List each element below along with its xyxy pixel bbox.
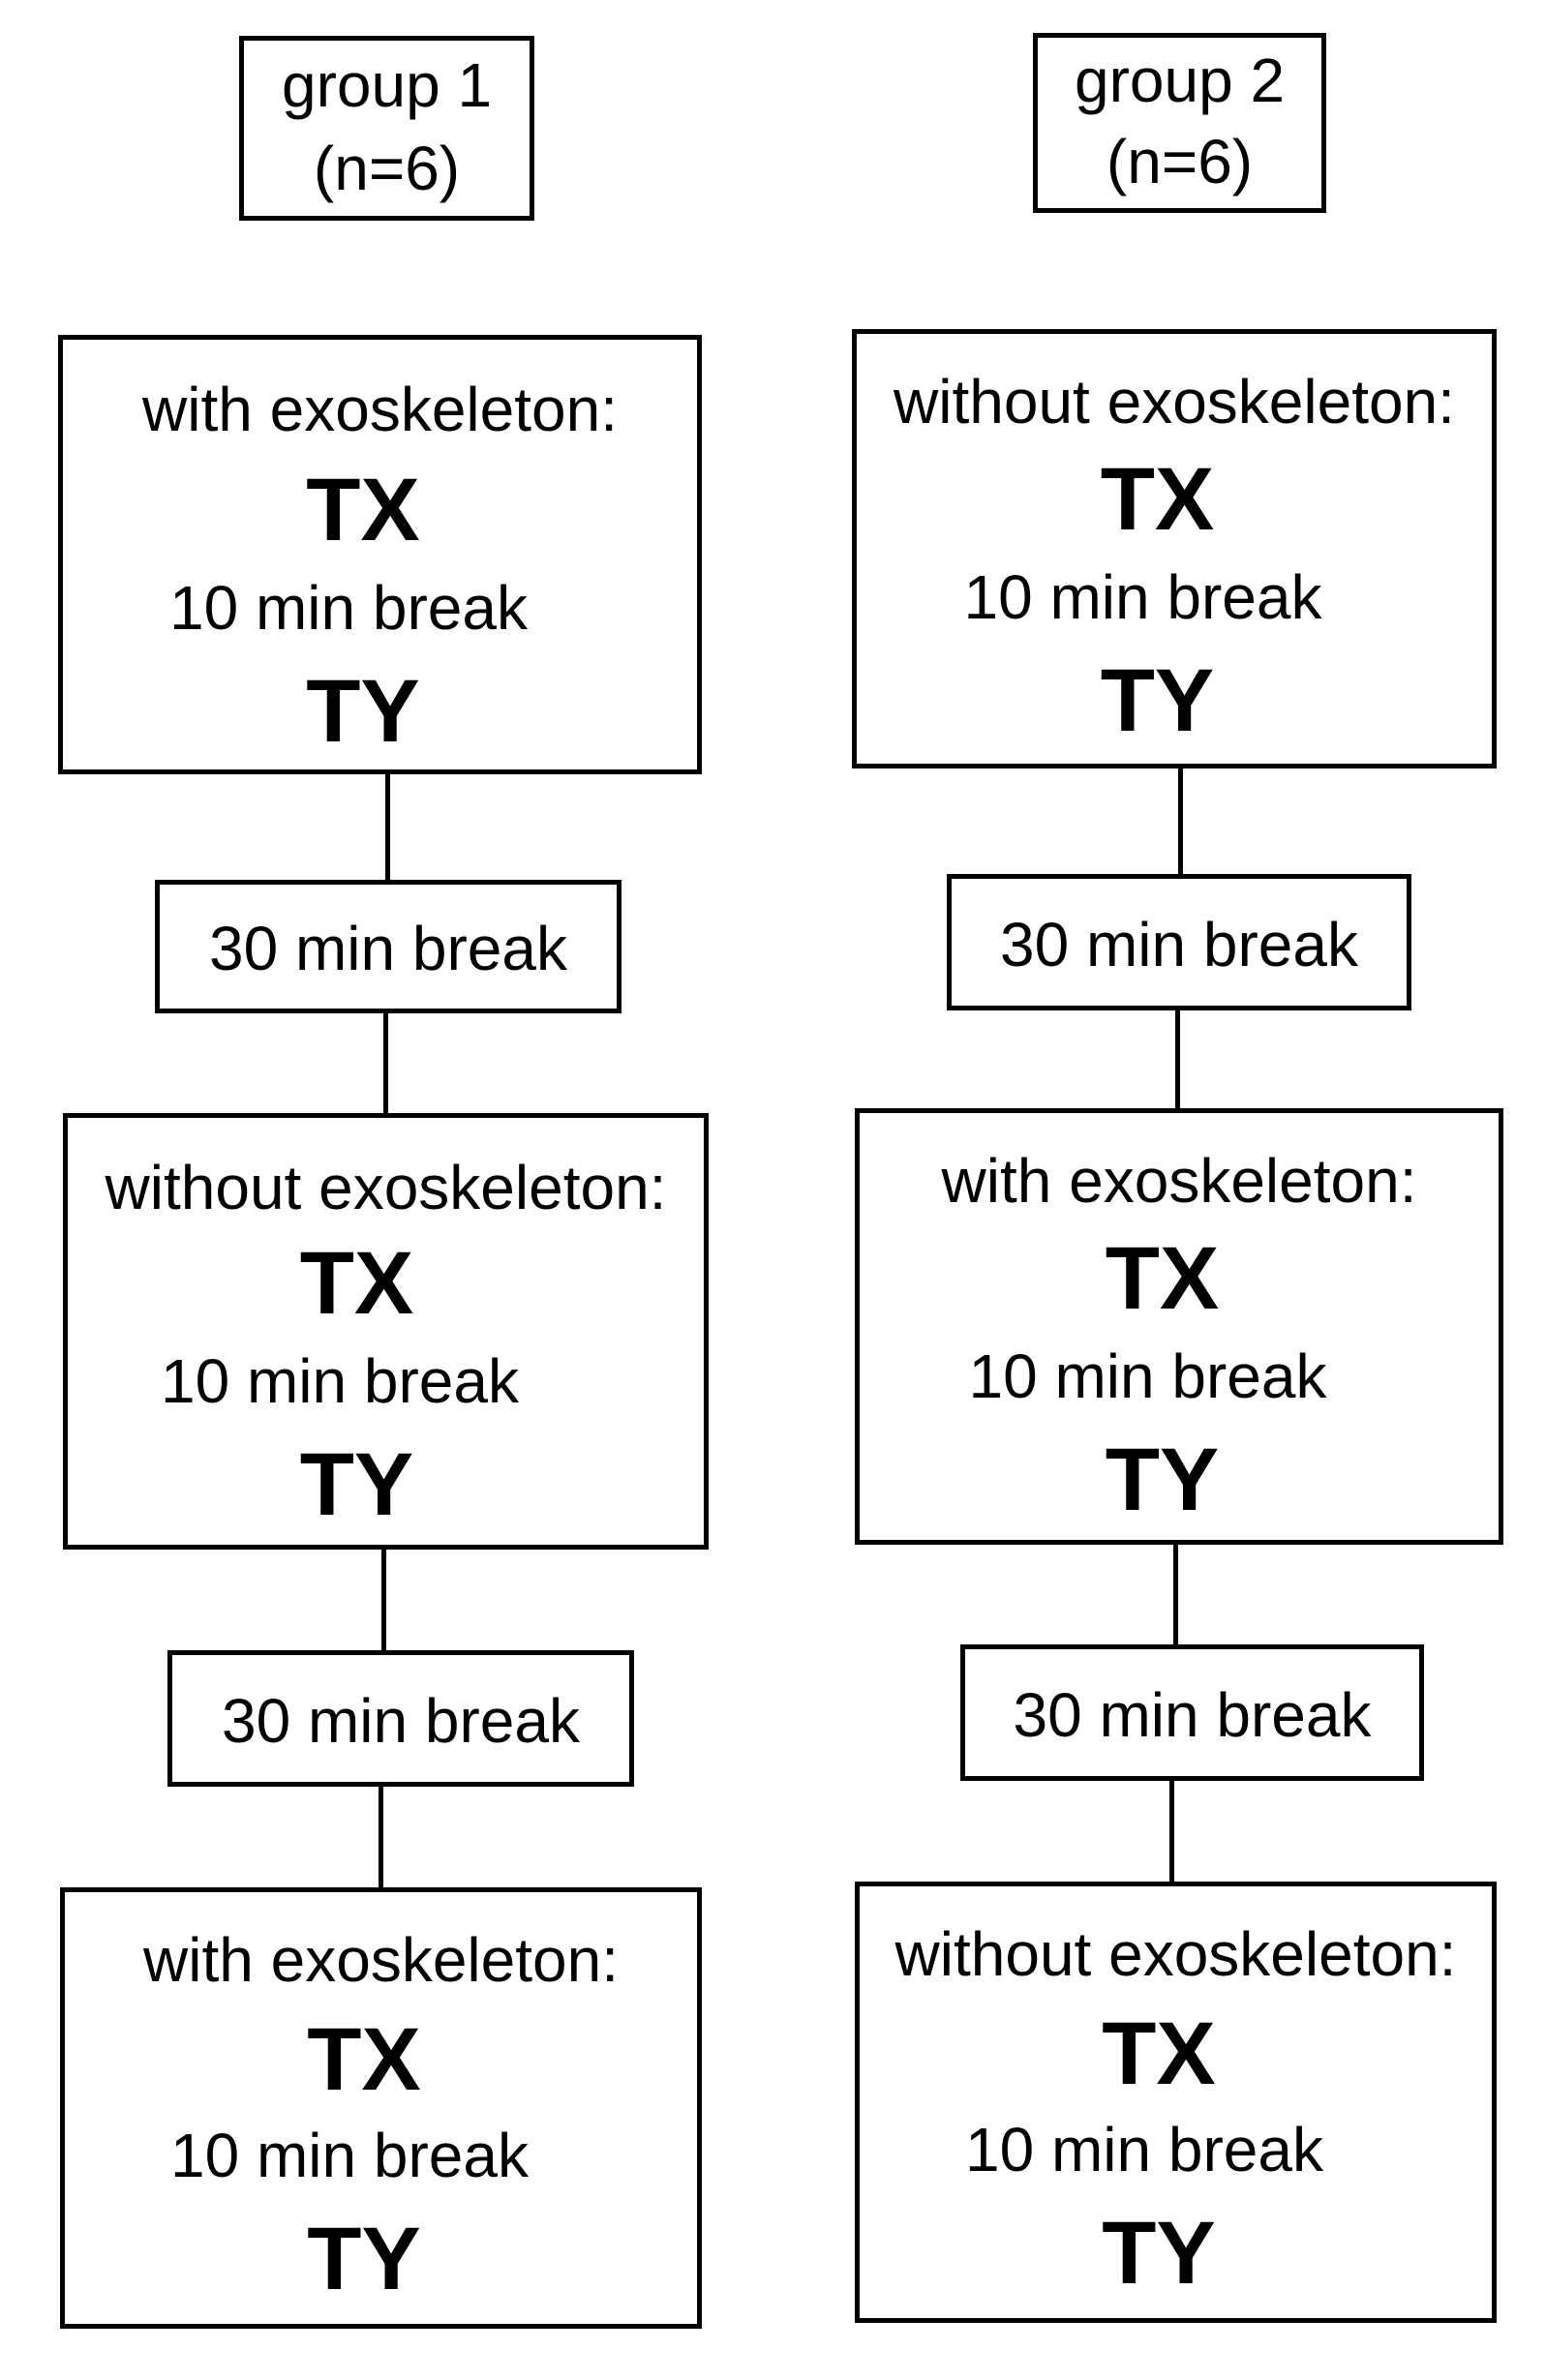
short-break-label: 10 min break: [963, 562, 1322, 632]
condition-label: with exoskeleton:: [142, 375, 618, 444]
task-ty: TY: [1102, 2204, 1216, 2303]
short-break-label: 10 min break: [161, 1346, 519, 1416]
long-break-label: 30 min break: [209, 914, 567, 983]
connector-line: [1175, 1010, 1180, 1111]
connector-line: [1178, 768, 1183, 877]
task-tx: TX: [1102, 2004, 1216, 2103]
task-ty: TY: [306, 662, 420, 761]
group-2-session-1: without exoskeleton: TX 10 min break TY: [852, 329, 1497, 768]
task-tx: TX: [306, 461, 420, 559]
group-2-header: group 2 (n=6): [1033, 33, 1326, 213]
short-break-label: 10 min break: [965, 2115, 1323, 2184]
group-1-n: (n=6): [313, 134, 461, 203]
connector-line: [1169, 1781, 1174, 1884]
group-2-break-2: 30 min break: [960, 1644, 1424, 1781]
group-2-break-1: 30 min break: [947, 874, 1411, 1010]
group-1-break-2: 30 min break: [167, 1650, 634, 1787]
long-break-label: 30 min break: [1000, 910, 1358, 979]
connector-line: [381, 1550, 386, 1653]
connector-line: [385, 774, 390, 883]
condition-label: without exoskeleton:: [105, 1153, 667, 1222]
connector-line: [1173, 1545, 1178, 1647]
task-ty: TY: [307, 2210, 421, 2308]
connector-line: [383, 1013, 388, 1116]
task-tx: TX: [1105, 1229, 1220, 1328]
group-1-header: group 1 (n=6): [239, 36, 534, 221]
task-ty: TY: [1105, 1431, 1220, 1529]
condition-label: with exoskeleton:: [941, 1146, 1417, 1216]
short-break-label: 10 min break: [169, 573, 528, 643]
group-1-title: group 1: [281, 50, 493, 120]
group-2-title: group 2: [1074, 45, 1286, 115]
task-tx: TX: [1100, 450, 1215, 549]
group-2-session-2: with exoskeleton: TX 10 min break TY: [855, 1108, 1503, 1545]
group-1-session-2: without exoskeleton: TX 10 min break TY: [63, 1113, 709, 1550]
group-1-session-1: with exoskeleton: TX 10 min break TY: [58, 335, 702, 774]
long-break-label: 30 min break: [222, 1686, 580, 1756]
task-tx: TX: [299, 1234, 414, 1333]
group-2-session-3: without exoskeleton: TX 10 min break TY: [855, 1882, 1497, 2323]
short-break-label: 10 min break: [170, 2121, 529, 2190]
group-1-session-3: with exoskeleton: TX 10 min break TY: [60, 1887, 702, 2329]
connector-line: [379, 1787, 383, 1890]
condition-label: without exoskeleton:: [894, 367, 1455, 437]
task-ty: TY: [1100, 651, 1215, 750]
short-break-label: 10 min break: [968, 1341, 1327, 1411]
condition-label: with exoskeleton:: [143, 1925, 619, 1995]
group-1-break-1: 30 min break: [155, 880, 621, 1013]
task-ty: TY: [299, 1435, 414, 1534]
group-2-n: (n=6): [1106, 127, 1254, 196]
task-tx: TX: [307, 2010, 421, 2109]
condition-label: without exoskeleton:: [894, 1919, 1457, 1989]
long-break-label: 30 min break: [1013, 1680, 1372, 1750]
